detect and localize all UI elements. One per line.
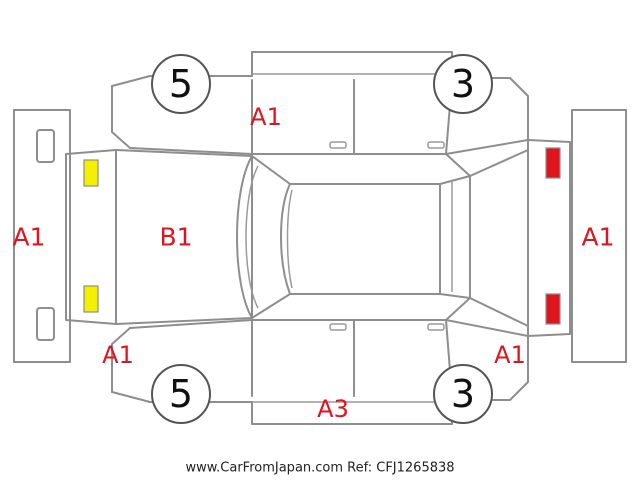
damage-right-sill: A3: [317, 395, 349, 423]
damage-hood: B1: [159, 223, 192, 252]
damage-left-front-fender: A1: [250, 103, 282, 131]
wheel-front-right-rating: 5: [169, 372, 193, 416]
wheel-rear-left-rating: 3: [451, 62, 475, 106]
left-doors: [129, 79, 529, 155]
wheel-front-left-rating: 5: [169, 62, 193, 106]
right-doors: [129, 319, 529, 397]
wheel-rear-right: 3: [433, 364, 493, 424]
taillight-left-icon: [545, 147, 561, 179]
cabin: [236, 149, 529, 327]
damage-front-bumper: A1: [12, 223, 45, 252]
wheel-rear-left: 3: [433, 54, 493, 114]
damage-right-front-fender: A1: [102, 341, 134, 369]
headlight-left-icon: [83, 159, 99, 187]
rear-bumper: [571, 109, 627, 363]
headlight-right-icon: [83, 285, 99, 313]
damage-right-rear-fender: A1: [494, 341, 526, 369]
taillight-right-icon: [545, 293, 561, 325]
reference-footer: www.CarFromJapan.com Ref: CFJ1265838: [185, 461, 454, 476]
damage-rear-bumper: A1: [581, 223, 614, 252]
wheel-front-left: 5: [151, 54, 211, 114]
wheel-front-right: 5: [151, 364, 211, 424]
wheel-rear-right-rating: 3: [451, 372, 475, 416]
front-bumper: [13, 109, 71, 363]
